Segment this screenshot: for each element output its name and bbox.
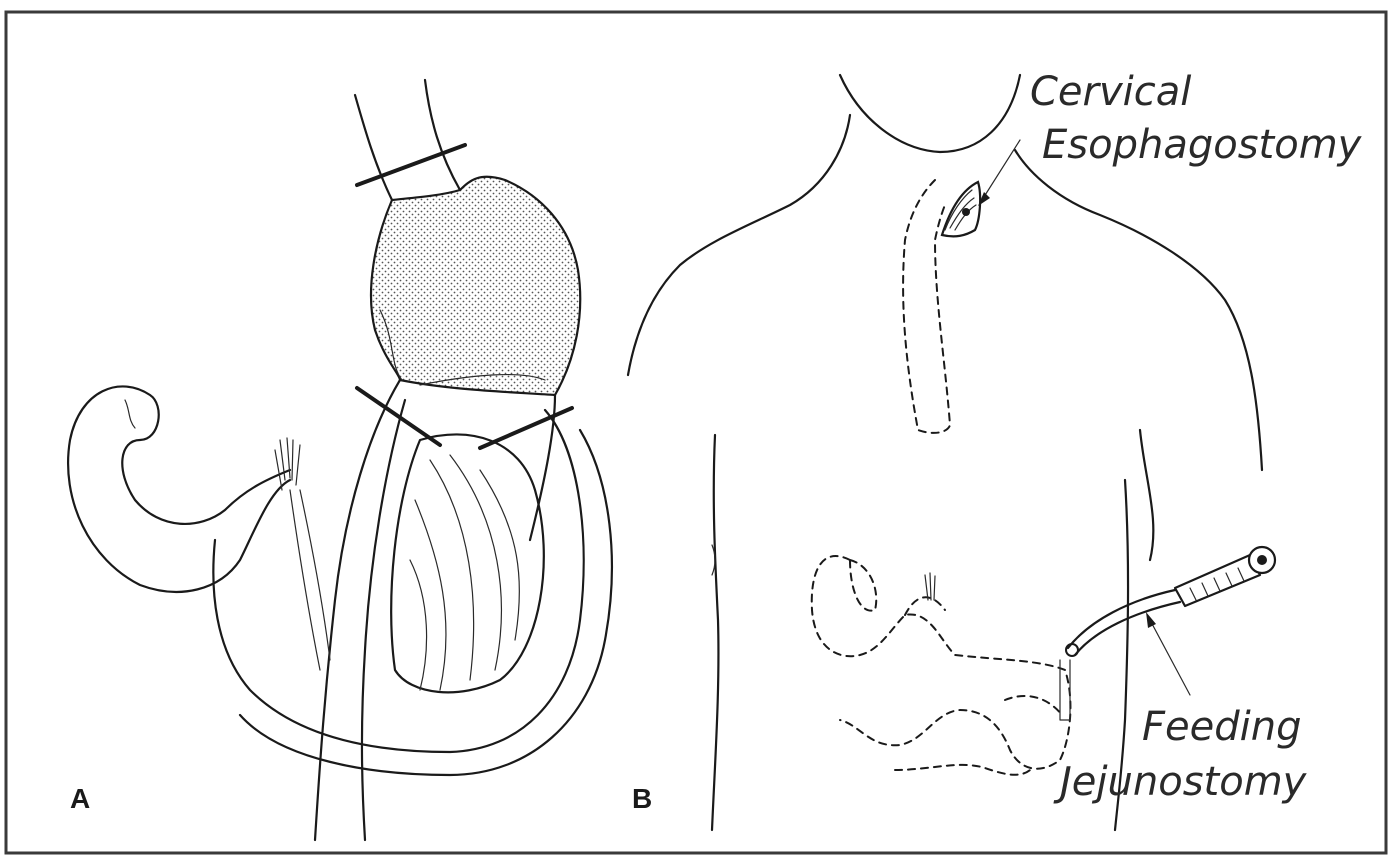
stomach-dilated (371, 177, 580, 395)
cervical-label-line1: Cervical (1030, 69, 1191, 115)
right-shoulder (1015, 150, 1262, 470)
cervical-label-line2: Esophagostomy (1042, 122, 1363, 168)
lower-clamp-left (357, 388, 440, 445)
bowel-loop (213, 410, 612, 775)
syringe (1175, 547, 1275, 606)
jejunostomy-pointer (1150, 620, 1190, 695)
feeding-label-line1: Feeding (1142, 704, 1301, 750)
panel-b-label: B (632, 783, 652, 814)
esophagostomy-pointer (982, 140, 1020, 200)
panel-a-label: A (70, 783, 90, 814)
left-shoulder (628, 115, 850, 375)
dashed-bowel (812, 556, 1071, 775)
esophagus-remnant (903, 180, 950, 433)
panel-a-drawing (68, 80, 612, 840)
esophagostomy-stoma (942, 182, 980, 236)
chin-outline (840, 75, 1020, 152)
hooked-loop (68, 386, 290, 591)
left-torso (712, 435, 718, 830)
feeding-label-line2: Jejunostomy (1053, 759, 1308, 805)
mesentery-loop (391, 434, 544, 692)
